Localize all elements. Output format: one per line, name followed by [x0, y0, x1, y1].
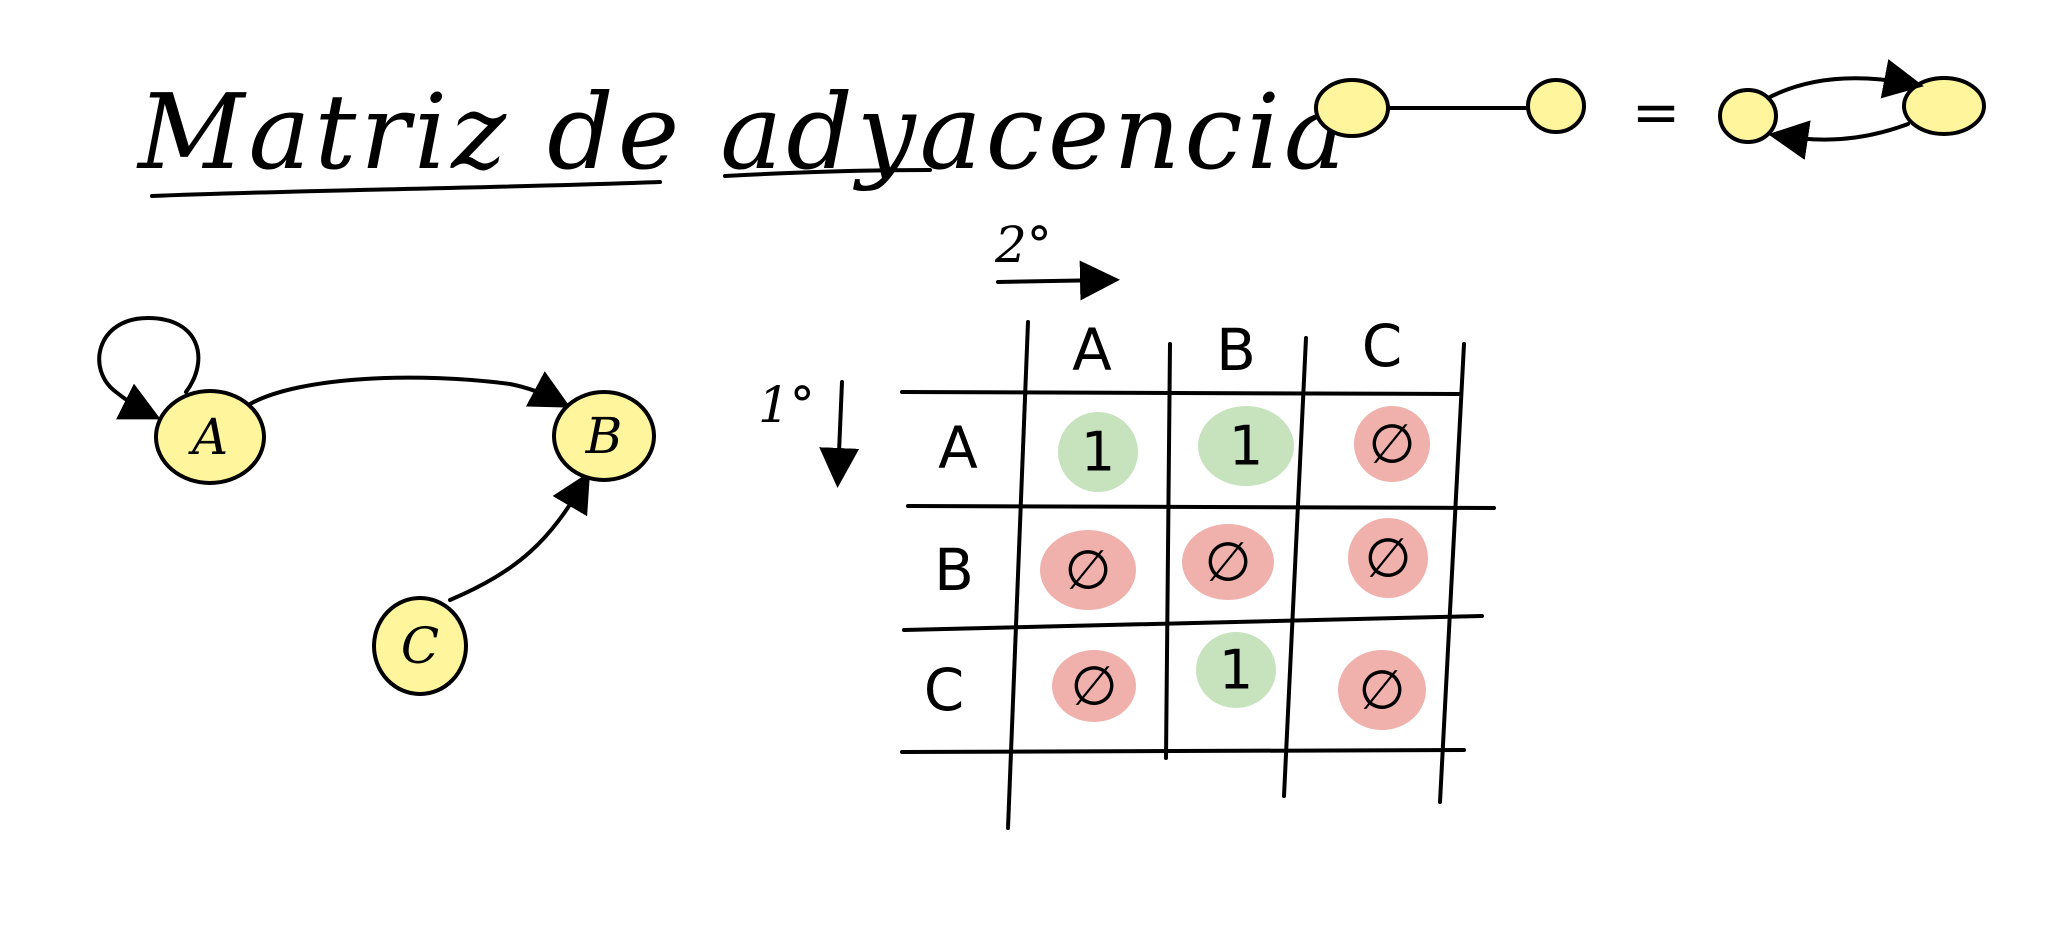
cell-highlight — [1040, 530, 1136, 610]
graph-node-a — [154, 389, 266, 485]
directed-edge-forward — [1766, 59, 1924, 100]
cell-value: ∅ — [1064, 539, 1111, 602]
cell-value: ∅ — [1368, 413, 1415, 476]
matrix-order-annotations: 2° 1° — [758, 216, 1120, 488]
grid-line-v2 — [1164, 342, 1172, 760]
grid-line-h1 — [900, 390, 1462, 396]
cell-highlight — [1182, 524, 1274, 600]
directed-edge-backward — [1768, 120, 1910, 160]
cell-value: ∅ — [1070, 655, 1117, 718]
page-title: Matriz de adyacencia — [136, 71, 1350, 193]
matrix-cell-c-c: ∅ — [1338, 650, 1426, 730]
cell-highlight — [1348, 518, 1428, 598]
row-headers: A B C — [924, 414, 978, 724]
row-header-b: B — [934, 536, 974, 604]
grid-line-v3 — [1282, 336, 1308, 798]
matrix-cell-b-c: ∅ — [1348, 518, 1428, 598]
grid-line-h2 — [906, 504, 1496, 510]
column-header-c: C — [1362, 312, 1403, 380]
title-underline — [150, 168, 932, 198]
edge-a-a-self-loop — [97, 316, 201, 420]
graph-node-a-label: A — [188, 408, 228, 466]
matrix-cell-b-b: ∅ — [1182, 524, 1274, 600]
graph-node-b — [552, 390, 656, 482]
column-header-a: A — [1072, 316, 1112, 384]
directed-node-left — [1718, 88, 1778, 144]
graph-node-b-label: B — [585, 407, 623, 465]
grid-line-h3 — [902, 614, 1484, 632]
row-header-a: A — [938, 414, 978, 482]
cell-value: ∅ — [1364, 527, 1411, 590]
column-headers: A B C — [1072, 312, 1402, 384]
cell-value: 1 — [1219, 639, 1253, 702]
grid-line-v1 — [1006, 320, 1030, 830]
cell-highlight — [1052, 650, 1136, 722]
cell-highlight — [1338, 650, 1426, 730]
row-order-arrow — [819, 380, 860, 488]
undirected-node-right — [1526, 78, 1586, 134]
grid-line-v4 — [1438, 342, 1466, 804]
row-header-c: C — [924, 656, 965, 724]
cell-highlight — [1058, 412, 1138, 492]
cell-highlight — [1196, 632, 1276, 708]
cell-value: 1 — [1081, 421, 1115, 484]
matrix-grid — [900, 320, 1496, 830]
graph-node-c-label: C — [401, 617, 439, 675]
cell-value: ∅ — [1358, 659, 1405, 722]
matrix-cell-c-a: ∅ — [1052, 650, 1136, 722]
column-order-arrow — [996, 260, 1120, 301]
row-order-label: 1° — [758, 376, 815, 434]
graph-diagram: A B C — [97, 316, 656, 696]
cell-highlight — [1354, 406, 1430, 482]
column-header-b: B — [1216, 316, 1256, 384]
cell-highlight — [1198, 406, 1294, 486]
grid-line-h4 — [900, 748, 1466, 754]
undirected-node-left — [1314, 78, 1390, 138]
matrix-cell-c-b: 1 — [1196, 632, 1276, 708]
edge-a-b — [248, 371, 571, 408]
equals-sign: = — [1632, 78, 1681, 146]
matrix-cell-a-c: ∅ — [1354, 406, 1430, 482]
edge-c-b — [448, 471, 591, 602]
matrix-cell-b-a: ∅ — [1040, 530, 1136, 610]
column-order-label: 2° — [994, 216, 1052, 274]
matrix-cell-a-a: 1 — [1058, 412, 1138, 492]
graph-node-c — [372, 596, 468, 696]
matrix-cell-a-b: 1 — [1198, 406, 1294, 486]
cell-value: ∅ — [1204, 531, 1251, 594]
adjacency-matrix: A B C A B C 1 1 ∅ ∅ — [900, 312, 1496, 830]
matrix-cells: 1 1 ∅ ∅ ∅ ∅ — [1040, 406, 1430, 730]
title-group: Matriz de adyacencia — [136, 71, 1350, 198]
equivalence-diagram: = — [1314, 59, 1986, 160]
cell-value: 1 — [1229, 415, 1263, 478]
directed-node-right — [1902, 76, 1986, 136]
